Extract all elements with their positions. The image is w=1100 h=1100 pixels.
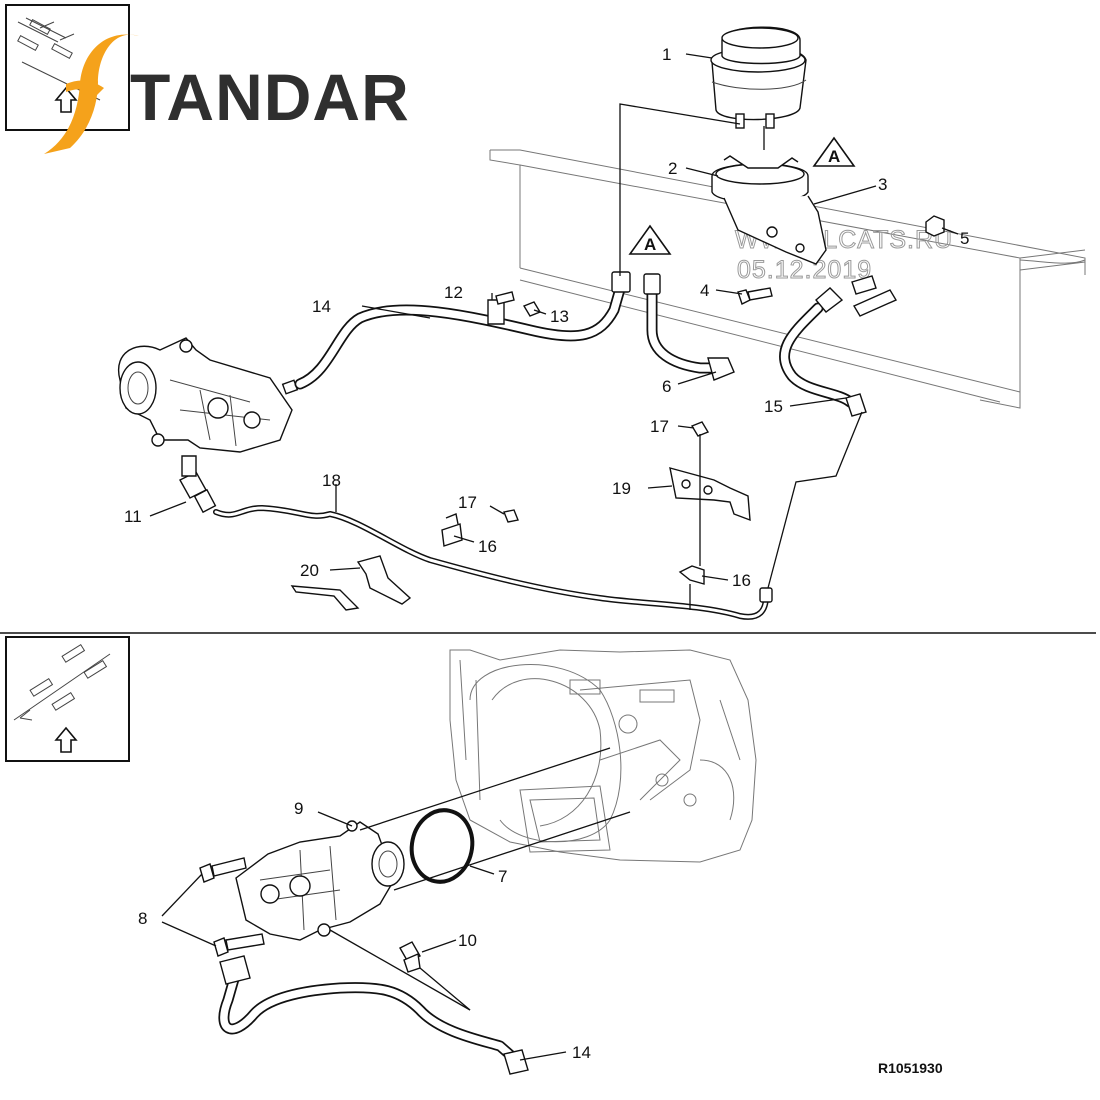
hose-15 — [779, 275, 898, 417]
label-14-bottom: 14 — [572, 1043, 591, 1062]
clip-12 — [487, 291, 515, 325]
hose-14-bottom — [218, 955, 529, 1075]
label-10: 10 — [458, 931, 477, 950]
label-14-top: 14 — [312, 297, 331, 316]
steering-pump-bottom — [235, 820, 405, 941]
steering-pump-top — [117, 337, 299, 453]
label-17-middle: 17 — [458, 493, 477, 512]
bolt-4 — [737, 287, 773, 305]
label-5: 5 — [960, 229, 969, 248]
nut-5 — [925, 215, 945, 237]
leader-lines-bottom — [161, 747, 631, 1061]
label-3: 3 — [878, 175, 887, 194]
label-1: 1 — [662, 45, 671, 64]
watermark-date: 05.12.2019 — [737, 256, 872, 284]
warning-triangle-left: A — [628, 224, 672, 255]
bolt-13 — [522, 301, 542, 317]
leader-lines-top — [149, 53, 959, 610]
brand-name: TANDAR — [130, 60, 410, 134]
clip-16-right — [678, 565, 705, 585]
reservoir-bracket — [711, 155, 827, 265]
hose-14-top — [294, 271, 631, 390]
o-ring-7 — [409, 808, 475, 884]
engine-block — [449, 649, 757, 863]
brand-logo: TANDAR — [44, 34, 410, 154]
bracket-20 — [290, 555, 412, 611]
label-18: 18 — [322, 471, 341, 490]
bolt-17-middle — [503, 509, 519, 523]
callouts-bottom: 9 7 8 10 14 — [138, 799, 591, 1062]
label-19: 19 — [612, 479, 631, 498]
svg-text:A: A — [828, 147, 840, 166]
label-15: 15 — [764, 397, 783, 416]
label-16-middle: 16 — [478, 537, 497, 556]
callouts-top: 1 2 3 4 5 6 12 13 14 15 11 17 19 17 16 2… — [124, 45, 969, 590]
vehicle-top-view-icon — [5, 4, 130, 131]
warning-triangle-right: A — [812, 136, 856, 167]
fluid-reservoir — [710, 26, 807, 129]
label-2: 2 — [668, 159, 677, 178]
vehicle-orientation-icon — [5, 636, 130, 762]
pipe-18 — [213, 505, 773, 620]
label-16-right: 16 — [732, 571, 751, 590]
label-9: 9 — [294, 799, 303, 818]
svg-text:A: A — [644, 235, 656, 254]
label-17-right: 17 — [650, 417, 669, 436]
clip-16-middle — [441, 513, 463, 547]
label-13: 13 — [550, 307, 569, 326]
bolt-17-right — [690, 421, 710, 437]
label-20: 20 — [300, 561, 319, 580]
hose-6 — [643, 273, 735, 381]
label-8: 8 — [138, 909, 147, 928]
bolt-8-lower — [213, 933, 265, 957]
union-fitting-10 — [399, 941, 421, 973]
union-fitting-11 — [179, 455, 217, 514]
reference-code: R1051930 — [878, 1060, 943, 1076]
label-4: 4 — [700, 281, 709, 300]
bracket-19 — [669, 467, 751, 522]
label-7: 7 — [498, 867, 507, 886]
label-6: 6 — [662, 377, 671, 396]
label-11: 11 — [124, 507, 142, 526]
label-12: 12 — [444, 283, 463, 302]
bolt-8-upper — [199, 857, 247, 883]
